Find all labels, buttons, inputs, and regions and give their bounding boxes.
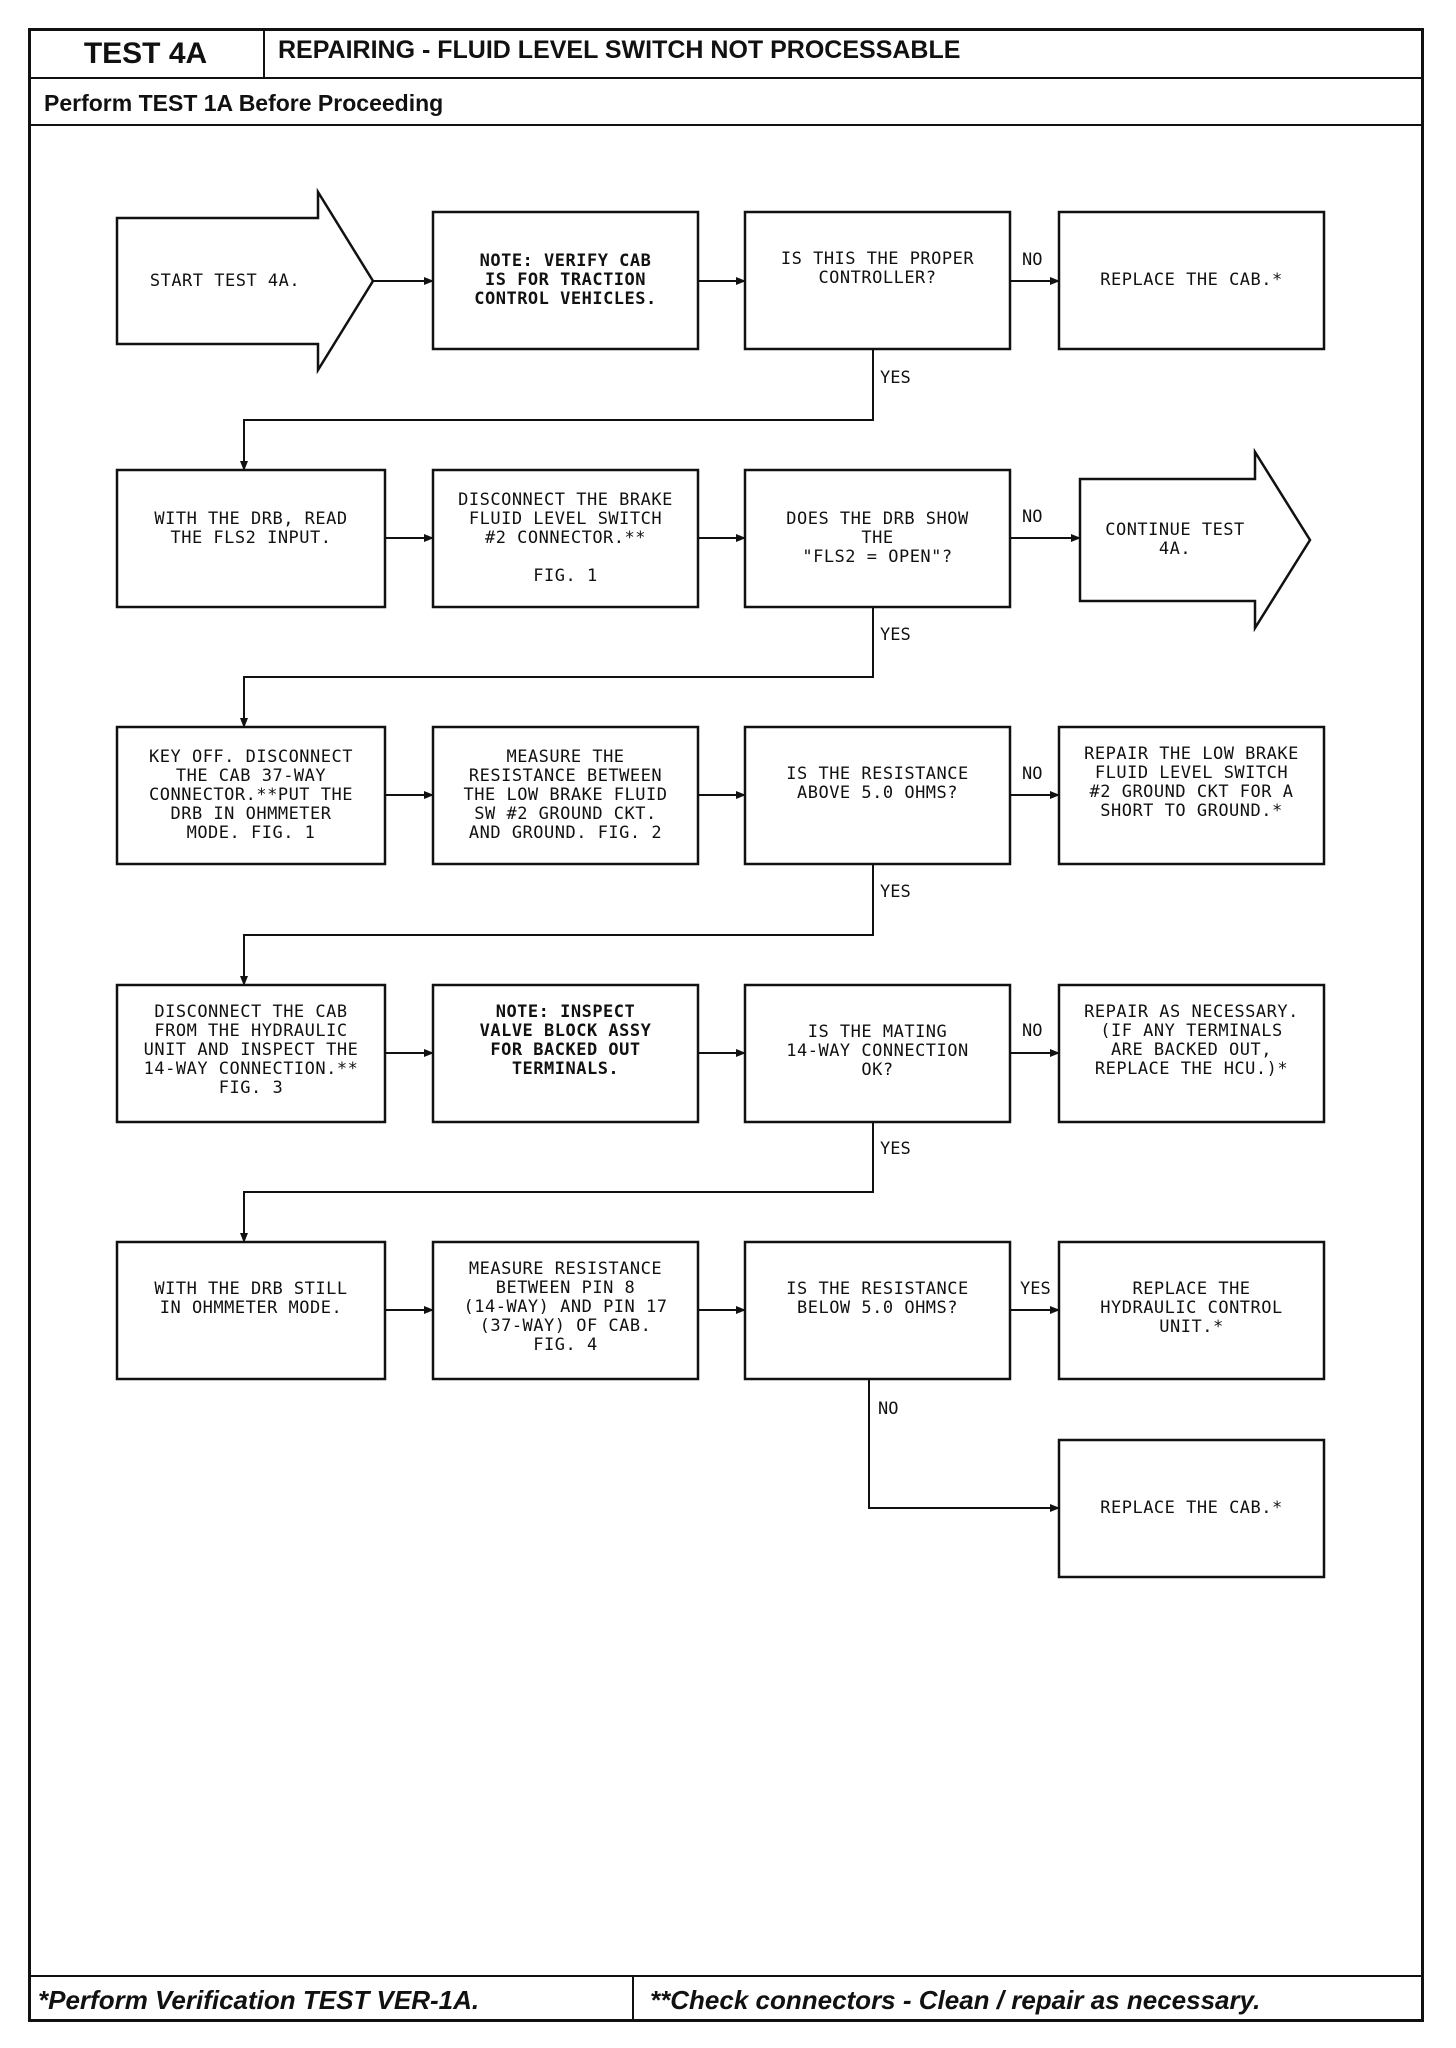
14way-question-node: IS THE MATING 14-WAY CONNECTION OK? xyxy=(786,1022,969,1080)
note-valve-node: NOTE: INSPECT VALVE BLOCK ASSY FOR BACKE… xyxy=(479,1002,652,1079)
continue-node: CONTINUE TEST 4A. xyxy=(1105,520,1245,559)
measure-pins-node: MEASURE RESISTANCE BETWEEN PIN 8 (14-WAY… xyxy=(463,1259,668,1355)
branch-label-no: NO xyxy=(1022,507,1043,527)
flow-arrow xyxy=(240,1122,874,1243)
branch-label-yes: YES xyxy=(880,882,911,902)
footer-divider xyxy=(632,1975,634,2022)
note-cab-node: NOTE: VERIFY CAB IS FOR TRACTION CONTROL… xyxy=(474,251,657,309)
start-arrow-shape xyxy=(115,187,375,375)
above-5-question-node: IS THE RESISTANCE ABOVE 5.0 OHMS? xyxy=(786,764,969,803)
footer-row xyxy=(28,1975,1424,2022)
prerequisite-row xyxy=(28,79,1424,126)
branch-label-yes: YES xyxy=(880,625,911,645)
branch-label-yes: YES xyxy=(880,1139,911,1159)
replace-cab-node-2: REPLACE THE CAB.* xyxy=(1100,1498,1283,1518)
disconnect-hcu-node: DISCONNECT THE CAB FROM THE HYDRAULIC UN… xyxy=(143,1002,359,1098)
continue-arrow-shape xyxy=(1078,447,1312,633)
branch-label-no: NO xyxy=(1022,764,1043,784)
controller-question-node: IS THIS THE PROPER CONTROLLER? xyxy=(780,249,975,288)
branch-label-yes: YES xyxy=(880,368,911,388)
measure-ground-node: MEASURE THE RESISTANCE BETWEEN THE LOW B… xyxy=(463,747,668,843)
disconnect-switch-node: DISCONNECT THE BRAKE FLUID LEVEL SWITCH … xyxy=(458,490,673,586)
replace-cab-node-1: REPLACE THE CAB.* xyxy=(1100,270,1283,290)
branch-label-no: NO xyxy=(1022,250,1043,270)
flow-arrow xyxy=(240,864,874,986)
header-row xyxy=(28,28,1424,79)
prerequisite-note: Perform TEST 1A Before Proceeding xyxy=(44,90,444,116)
test-id: TEST 4A xyxy=(28,28,265,79)
branch-label-yes: YES xyxy=(1020,1279,1051,1299)
footer-connectors-note: **Check connectors - Clean / repair as n… xyxy=(650,1985,1261,2015)
read-fls2-node: WITH THE DRB, READ THE FLS2 INPUT. xyxy=(154,509,348,548)
still-ohmmeter-node: WITH THE DRB STILL IN OHMMETER MODE. xyxy=(154,1279,348,1318)
flow-arrow xyxy=(240,607,874,728)
flow-arrow xyxy=(240,349,874,471)
test-title: REPAIRING - FLUID LEVEL SWITCH NOT PROCE… xyxy=(278,36,961,64)
repair-necessary-node: REPAIR AS NECESSARY. (IF ANY TERMINALS A… xyxy=(1084,1002,1299,1079)
footer-verification-note: *Perform Verification TEST VER-1A. xyxy=(38,1985,480,2015)
branch-label-no: NO xyxy=(878,1399,899,1419)
start-node: START TEST 4A. xyxy=(149,270,301,291)
key-off-node: KEY OFF. DISCONNECT THE CAB 37-WAY CONNE… xyxy=(149,747,353,843)
repair-ground-node: REPAIR THE LOW BRAKE FLUID LEVEL SWITCH … xyxy=(1084,744,1299,821)
below-5-question-node: IS THE RESISTANCE BELOW 5.0 OHMS? xyxy=(786,1279,969,1318)
replace-hcu-node: REPLACE THE HYDRAULIC CONTROL UNIT.* xyxy=(1100,1279,1283,1337)
branch-label-no: NO xyxy=(1022,1021,1043,1041)
fls2-question-node: DOES THE DRB SHOW THE "FLS2 = OPEN"? xyxy=(786,509,969,567)
page-frame xyxy=(28,28,1424,2022)
flow-arrow xyxy=(868,1379,1060,1512)
